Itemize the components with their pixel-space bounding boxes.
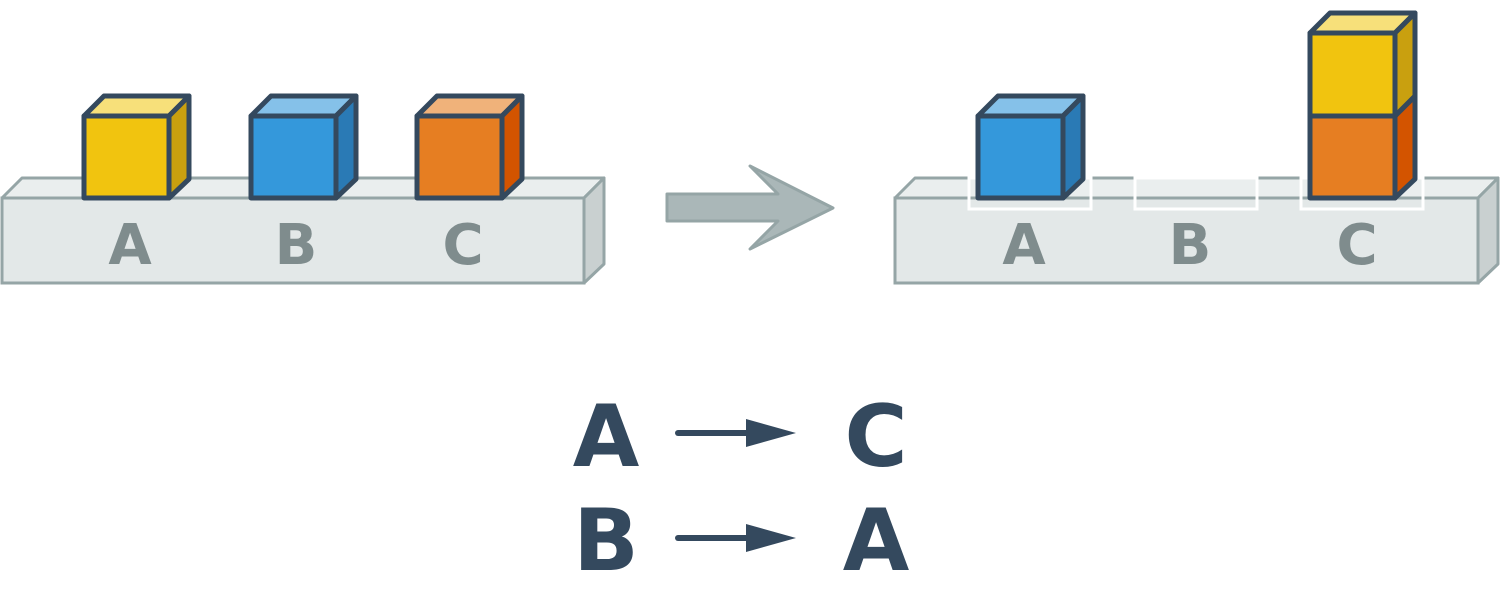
shelf-after: A B C (893, 176, 1500, 285)
cube-orange-slot-c-stack (1307, 93, 1418, 201)
cube-blue-slot-a (975, 93, 1086, 201)
rule-2-arrow-icon (675, 524, 796, 552)
cube-blue-slot-b (248, 93, 359, 201)
rule-2-to: A (843, 491, 910, 591)
rule-1-from: A (573, 387, 640, 487)
rule-1-to: C (844, 387, 907, 487)
transition-arrow-icon (665, 164, 835, 251)
shelf-before-label-a: A (108, 213, 152, 278)
rule-2-from: B (573, 491, 639, 591)
cube-yellow-slot-c-stack (1307, 10, 1418, 119)
rule-1-arrow-icon (675, 419, 796, 447)
shelf-before-label-c: C (442, 213, 483, 278)
shelf-after-label-a: A (1002, 213, 1046, 278)
slot-outline-b (1133, 176, 1259, 211)
shelf-before-label-b: B (275, 213, 318, 278)
rule-2: B A (573, 491, 910, 591)
shelf-after-label-b: B (1169, 213, 1212, 278)
rule-1: A C (573, 387, 908, 487)
shelf-after-label-c: C (1336, 213, 1377, 278)
cube-yellow-slot-a (81, 93, 192, 201)
cube-orange-slot-c (414, 93, 525, 201)
